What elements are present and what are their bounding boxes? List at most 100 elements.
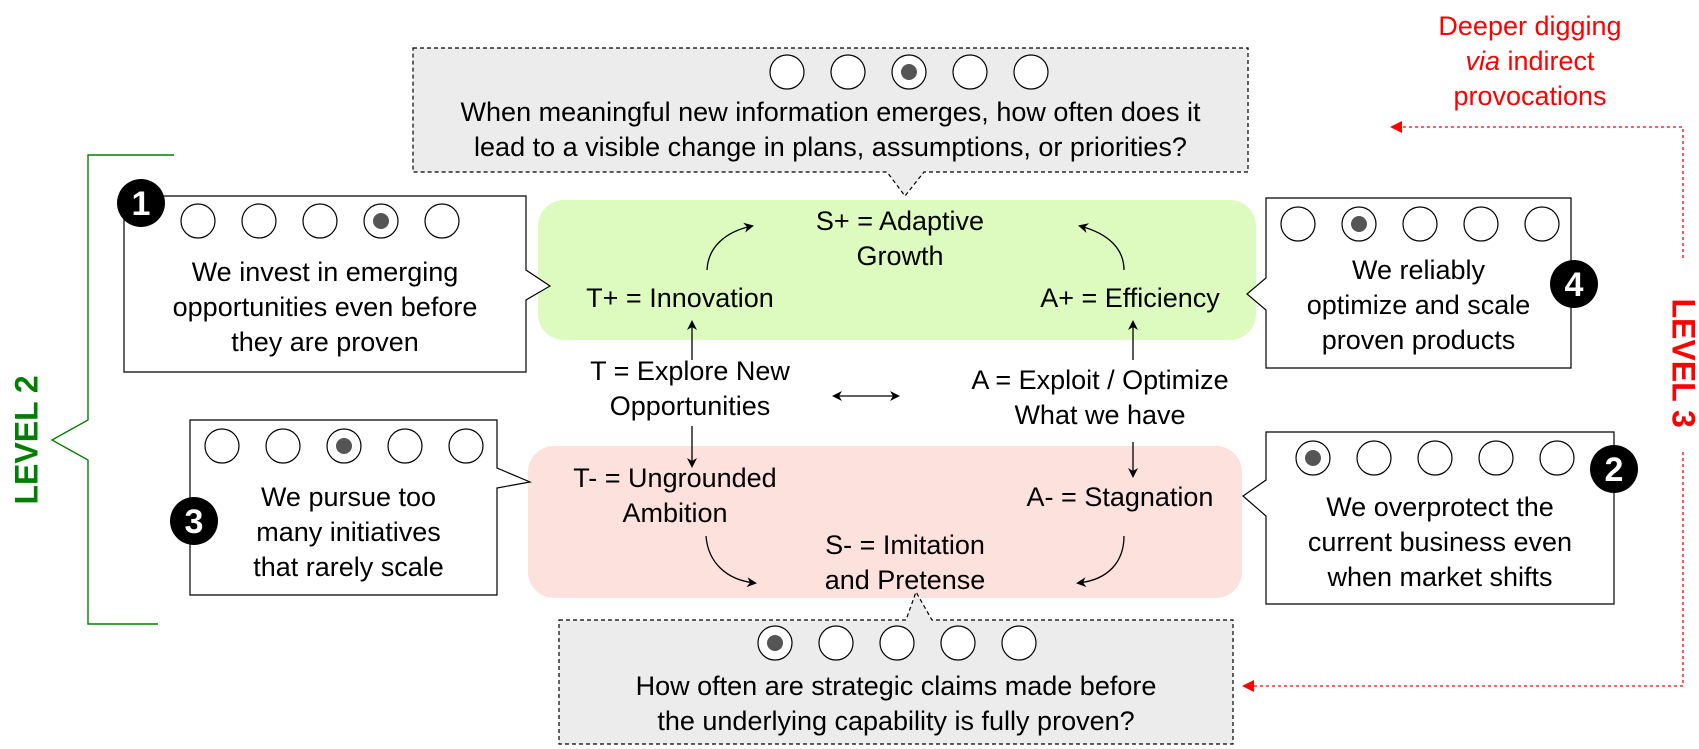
a-minus-label: A- = Stagnation (1026, 482, 1214, 512)
red-note: Deeper digging via indirect provocations (1400, 9, 1660, 114)
t-minus-line-1: T- = Ungrounded (573, 463, 777, 493)
radio-top-option-1[interactable] (769, 54, 805, 90)
s-plus-label: S+ = Adaptive Growth (790, 204, 1010, 274)
radio-scales (180, 54, 1575, 661)
level-3-connector-bottom (1242, 452, 1684, 692)
radio-s3-option-1[interactable] (204, 428, 240, 464)
bottom-question-line-1: How often are strategic claims made befo… (635, 671, 1157, 701)
s-minus-line-2: and Pretense (824, 565, 986, 595)
red-note-line-1: Deeper digging (1438, 11, 1622, 41)
s-plus-line-2: Growth (856, 241, 944, 271)
radio-s4-selected-dot (1351, 216, 1367, 232)
statement-2-line-3: when market shifts (1327, 562, 1553, 592)
arrow-stagnation-to-imitation (1076, 535, 1125, 588)
t-definition: T = Explore New Opportunities (565, 354, 815, 424)
statement-1-line-2: opportunities even before (172, 292, 478, 322)
green-zone (538, 200, 1256, 340)
radio-s2-option-2[interactable] (1356, 440, 1392, 476)
radio-s1-option-3[interactable] (302, 203, 338, 239)
statement-3-box (189, 419, 533, 596)
badge-s3-circle (170, 497, 218, 545)
statement-1-line-1: We invest in emerging (191, 257, 459, 287)
statement-3-line-1: We pursue too (260, 482, 437, 512)
statement-3-line-2: many initiatives (256, 517, 441, 547)
badge-s3-number: 3 (185, 503, 204, 541)
statement-2-line-1: We overprotect the (1326, 492, 1554, 522)
statement-2-text: We overprotect the current business even… (1266, 490, 1614, 595)
radio-s2-option-5[interactable] (1539, 440, 1575, 476)
radio-s4-option-1[interactable] (1280, 206, 1316, 242)
a-plus-label: A+ = Efficiency (1040, 283, 1220, 313)
t-def-line-1: T = Explore New (590, 356, 790, 386)
badge-s4-circle (1550, 260, 1598, 308)
statement-1-line-3: they are proven (231, 327, 419, 357)
t-minus-line-2: Ambition (622, 498, 728, 528)
top-question-line-2: lead to a visible change in plans, assum… (474, 132, 1187, 162)
s-minus-label: S- = Imitation and Pretense (790, 528, 1020, 598)
t-def-line-2: Opportunities (609, 391, 771, 421)
radio-top-option-2[interactable] (830, 54, 866, 90)
number-badges: 1 4 3 2 (117, 179, 1638, 545)
red-note-line-2: via indirect (1400, 44, 1660, 79)
level-2-bracket (50, 154, 174, 625)
statement-1-box (123, 195, 552, 373)
t-plus-label: T+ = Innovation (586, 283, 774, 313)
statement-3-text: We pursue too many initiatives that rare… (200, 480, 497, 585)
level-2-label: LEVEL 2 (8, 375, 45, 505)
s-minus-line-1: S- = Imitation (825, 530, 985, 560)
top-callout-question: When meaningful new information emerges,… (413, 95, 1248, 165)
radio-top-option-4[interactable] (952, 54, 988, 90)
statement-2-line-2: current business even (1307, 527, 1573, 557)
red-note-italic: via (1465, 46, 1500, 76)
radio-s1-selected-dot (373, 213, 389, 229)
level-3-connector-top (1390, 121, 1684, 258)
badge-s2-number: 2 (1605, 451, 1624, 489)
arrow-innovation-to-growth (706, 222, 754, 271)
top-question-line-1: When meaningful new information emerges,… (460, 97, 1201, 127)
radio-s3-selected-dot (336, 438, 352, 454)
level-3-label: LEVEL 3 (1665, 298, 1699, 428)
statement-1-text: We invest in emerging opportunities even… (124, 255, 526, 360)
statement-4-box (1246, 197, 1572, 369)
statement-4-line-2: optimize and scale (1306, 290, 1531, 320)
radio-s3-option-4[interactable] (387, 428, 423, 464)
s-plus-line-1: S+ = Adaptive (815, 206, 985, 236)
radio-bottom-selected-dot (767, 635, 783, 651)
radio-s2-selected-dot (1305, 450, 1321, 466)
radio-top-option-5[interactable] (1013, 54, 1049, 90)
radio-s2-option-4[interactable] (1478, 440, 1514, 476)
radio-s4-option-3[interactable] (1402, 206, 1438, 242)
a-definition: A = Exploit / Optimize What we have (935, 363, 1265, 433)
statement-4-text: We reliably optimize and scale proven pr… (1266, 253, 1571, 358)
a-def-line-2: What we have (1014, 400, 1186, 430)
statement-4-line-3: proven products (1321, 325, 1516, 355)
badge-s2-circle (1590, 445, 1638, 493)
t-minus-label: T- = Ungrounded Ambition (545, 461, 805, 531)
bottom-callout-question: How often are strategic claims made befo… (559, 669, 1233, 739)
radio-bottom-option-4[interactable] (940, 625, 976, 661)
radio-s4-option-4[interactable] (1463, 206, 1499, 242)
red-note-line-3: provocations (1453, 81, 1607, 111)
a-def-line-1: A = Exploit / Optimize (971, 365, 1229, 395)
radio-s1-option-5[interactable] (424, 203, 460, 239)
statement-4-line-1: We reliably (1351, 255, 1486, 285)
radio-s1-option-2[interactable] (241, 203, 277, 239)
radio-bottom-option-2[interactable] (818, 625, 854, 661)
bottom-question-line-2: the underlying capability is fully prove… (657, 706, 1135, 736)
radio-s4-option-5[interactable] (1524, 206, 1560, 242)
radio-top-selected-dot (901, 64, 917, 80)
radio-bottom-option-5[interactable] (1001, 625, 1037, 661)
radio-s2-option-3[interactable] (1417, 440, 1453, 476)
radio-bottom-option-3[interactable] (879, 625, 915, 661)
radio-s1-option-1[interactable] (180, 203, 216, 239)
statement-3-line-3: that rarely scale (253, 552, 444, 582)
badge-s4-number: 4 (1565, 266, 1584, 304)
arrow-ambition-to-imitation (705, 535, 757, 588)
radio-s3-option-2[interactable] (265, 428, 301, 464)
radio-s3-option-5[interactable] (448, 428, 484, 464)
badge-s1-circle (117, 179, 165, 227)
red-note-rest: indirect (1499, 46, 1595, 76)
badge-s1-number: 1 (132, 185, 151, 223)
pink-zone (528, 446, 1242, 598)
